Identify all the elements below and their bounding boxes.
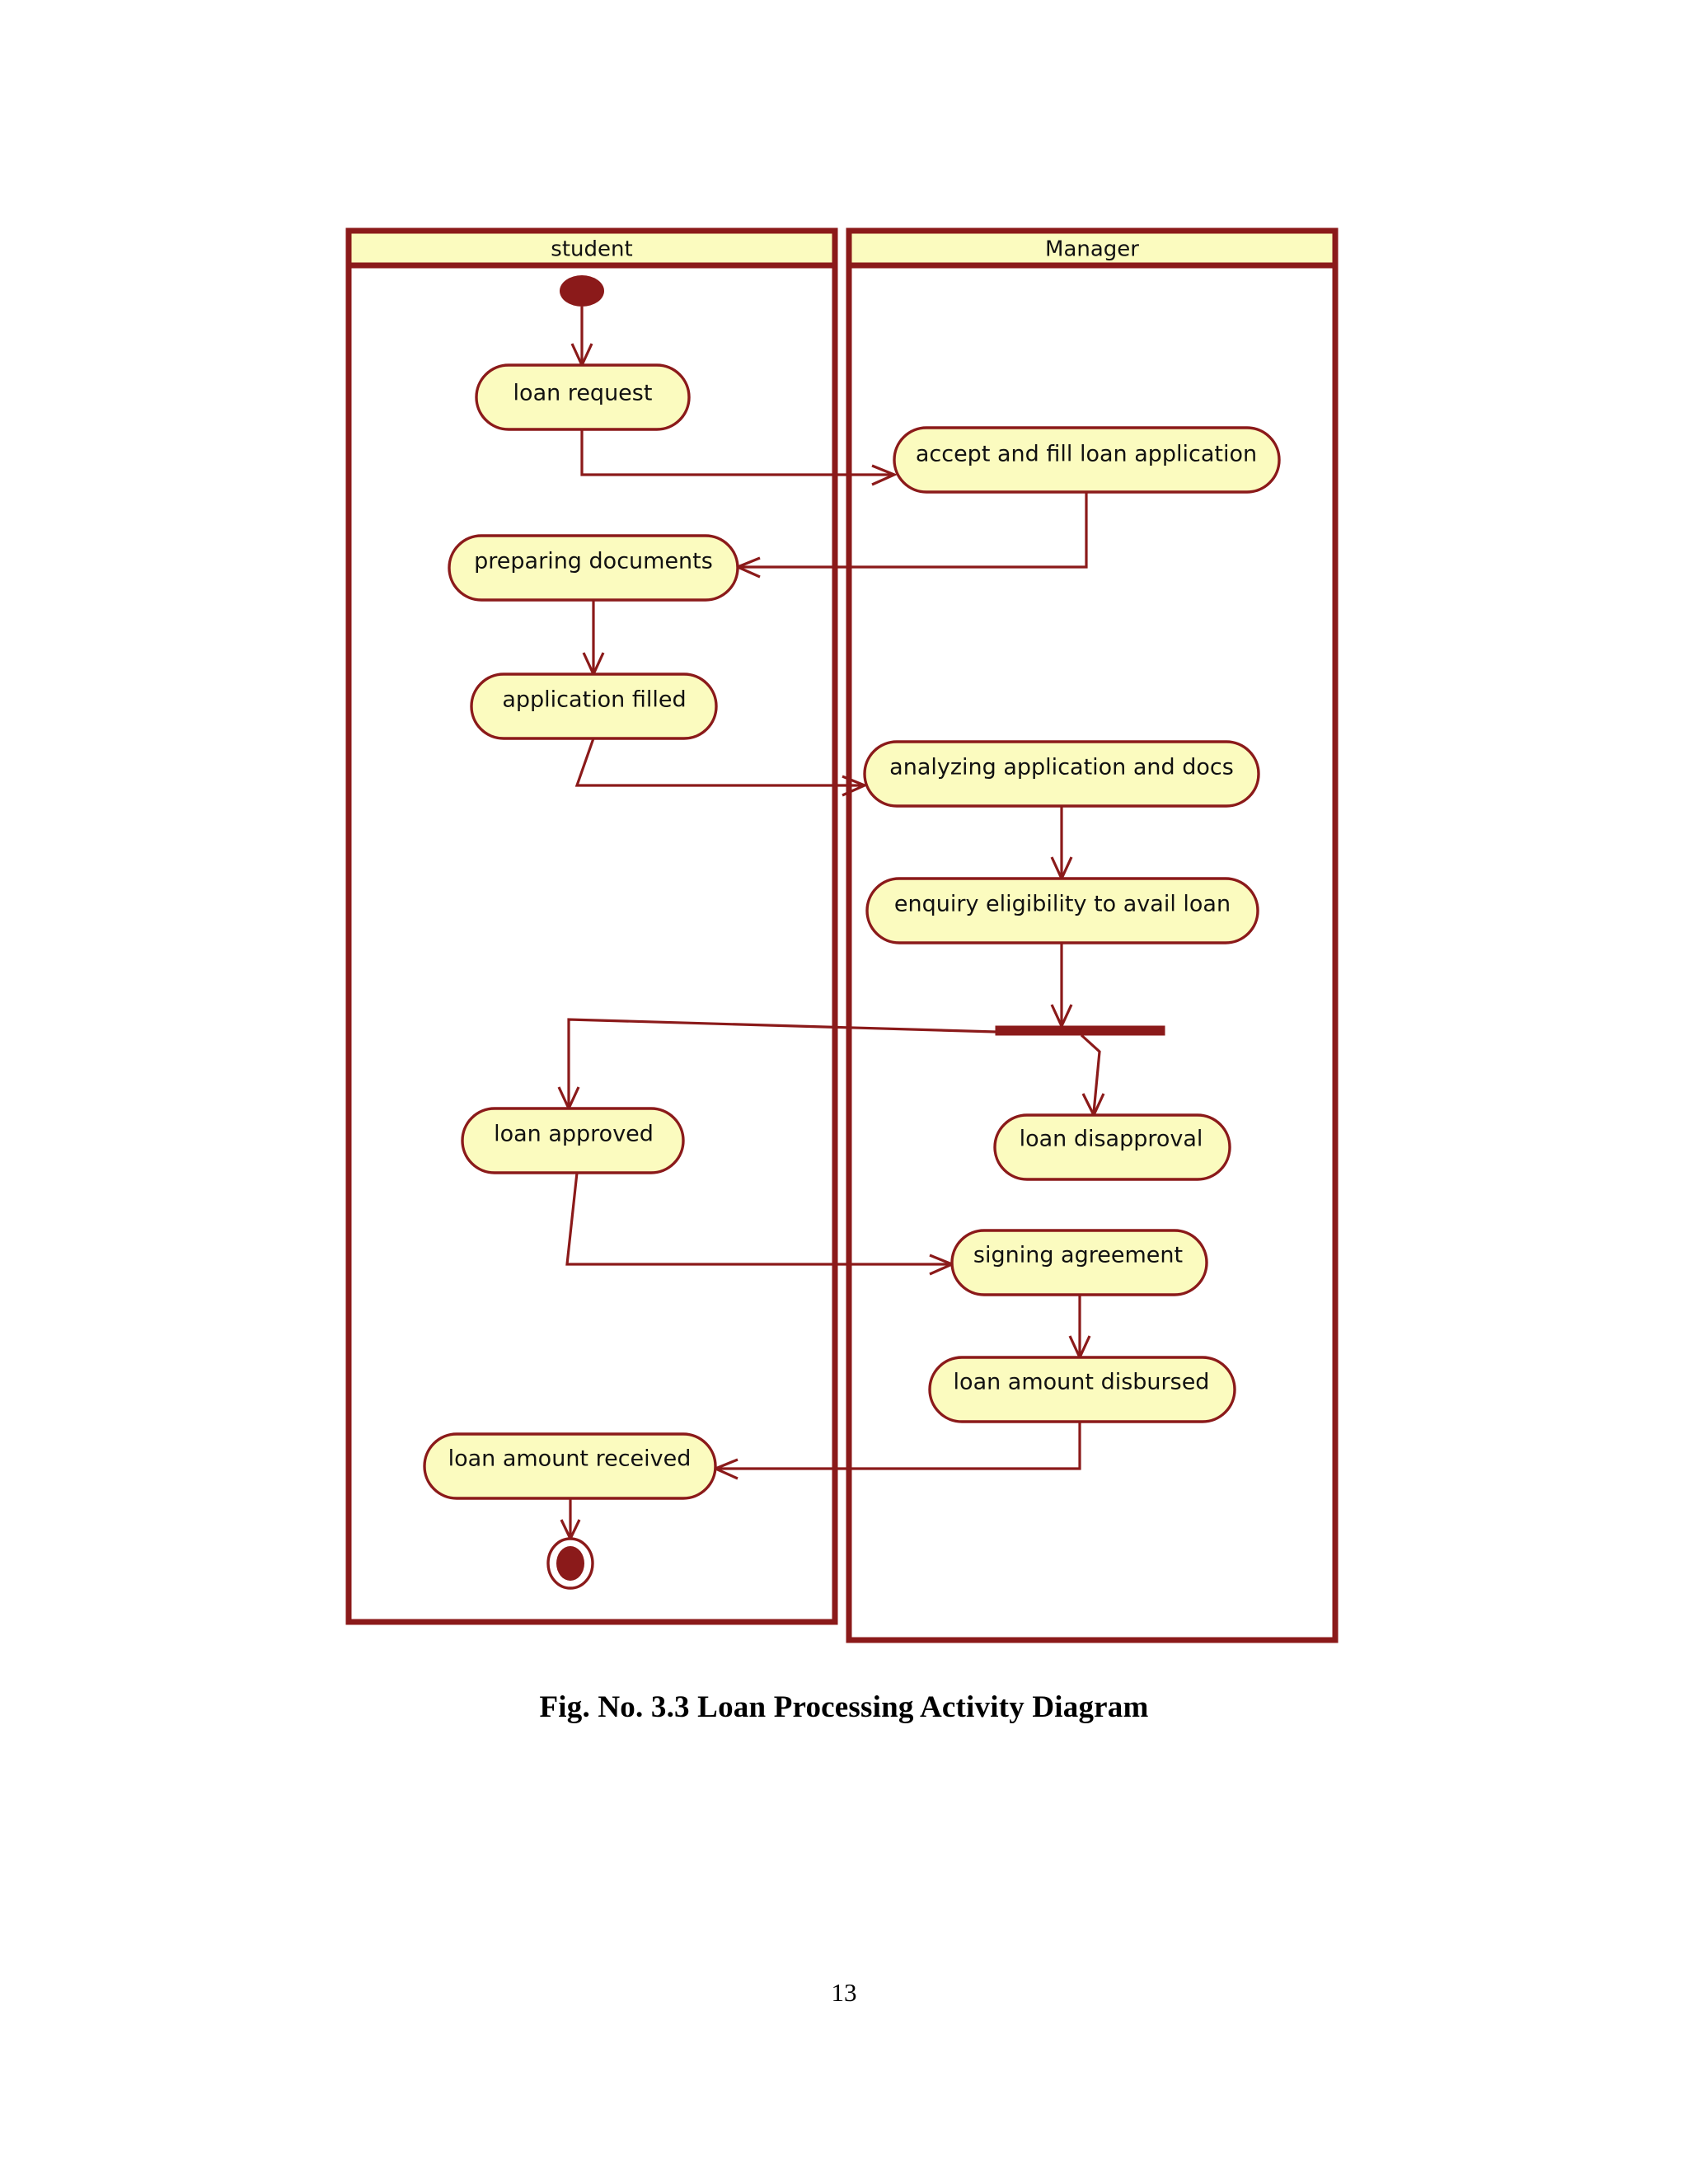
final-node[interactable] [546,1537,594,1590]
initial-node[interactable] [560,275,604,307]
activity-node-loan-amount-received[interactable]: loan amount received [423,1432,717,1500]
activity-shape [863,740,1260,808]
swimlane-student: student [345,227,838,1625]
arrowhead-accept-fill [871,464,898,486]
edge-application-filled-to-analyzing [574,738,862,787]
swimlane-manager-label: Manager [1045,237,1139,262]
fork-bar-node[interactable] [995,1025,1165,1036]
activity-shape [928,1356,1236,1423]
swimlane-student-header [345,227,838,269]
activity-node-loan-request[interactable]: loan request [475,363,691,431]
page-number: 13 [831,1978,857,2007]
activity-label: loan approved [494,1122,654,1147]
activity-shape [950,1229,1208,1296]
activity-shape [470,673,718,740]
activity-label: signing agreement [973,1243,1183,1268]
activity-shape [993,1113,1231,1181]
activity-label: loan amount disbursed [954,1370,1210,1395]
final-node-inner-dot [556,1546,584,1581]
flow-edges [557,307,1105,1542]
activity-label: accept and fill loan application [916,442,1257,467]
activity-diagram: student Manager [345,227,1339,1643]
activity-node-preparing-documents[interactable]: preparing documents [448,534,739,602]
activity-shape [475,363,691,431]
activity-shape [461,1107,685,1174]
arrowhead-analyzing-application [842,775,869,797]
activity-node-loan-disapproval[interactable]: loan disapproval [993,1113,1231,1181]
activity-shape [448,534,739,602]
activity-label: loan amount received [448,1446,692,1472]
activity-label: analyzing application and docs [889,755,1234,780]
activity-node-loan-amount-disbursed[interactable]: loan amount disbursed [928,1356,1236,1423]
activity-node-application-filled[interactable]: application filled [470,673,718,740]
activity-shape [893,426,1281,494]
activity-label: enquiry eligibility to avail loan [894,892,1231,917]
swimlane-student-label: student [551,237,632,262]
swimlane-manager-header [846,227,1339,269]
activity-label: loan disapproval [1020,1127,1203,1152]
activity-node-accept-and-fill-loan-application[interactable]: accept and fill loan application [893,426,1281,494]
swimlane-student-body [345,227,838,1625]
activity-label: loan request [513,381,653,406]
edge-disbursed-to-received [718,1422,1081,1470]
activity-shape [423,1432,717,1500]
edge-loan-approved-to-signing-agreement [565,1172,950,1266]
activity-node-enquiry-eligibility-to-avail-loan[interactable]: enquiry eligibility to avail loan [865,877,1259,944]
activity-label: application filled [502,687,686,713]
edge-fork-to-loan-disapproval [1080,1033,1101,1113]
fork-bar-shape [995,1025,1165,1036]
start-node-dot [560,275,604,307]
activity-node-signing-agreement[interactable]: signing agreement [950,1229,1208,1296]
edge-loan-request-to-accept-fill [580,429,892,476]
activity-node-analyzing-application-and-docs[interactable]: analyzing application and docs [863,740,1260,808]
activity-shape [865,877,1259,944]
edge-fork-to-loan-approved [567,1018,996,1106]
activity-node-loan-approved[interactable]: loan approved [461,1107,685,1174]
edge-accept-fill-to-preparing-documents [740,492,1088,569]
figure-caption: Fig. No. 3.3 Loan Processing Activity Di… [539,1690,1149,1724]
activity-label: preparing documents [474,549,713,574]
